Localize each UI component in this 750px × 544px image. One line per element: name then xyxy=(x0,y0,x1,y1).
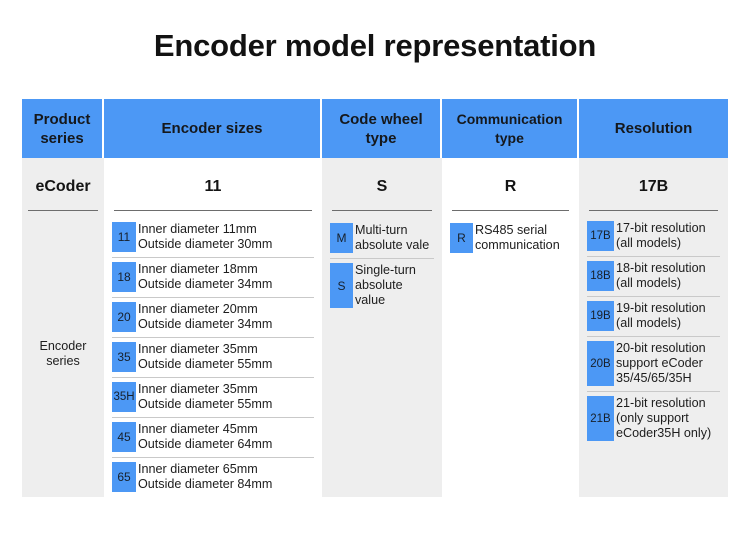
option-list-resolution: 17B 17-bit resolution (all models) 18B 1… xyxy=(579,211,728,446)
option-description: 21-bit resolution (only support eCoder35… xyxy=(616,396,712,440)
row-separator xyxy=(587,296,720,297)
option-badge: 20B xyxy=(587,341,614,386)
option-description: 20-bit resolution support eCoder 35/45/6… xyxy=(616,341,706,385)
option-list-encoder-sizes: 11 Inner diameter 11mm Outside diameter … xyxy=(104,211,322,497)
code-cell-communication-type: R xyxy=(442,158,579,210)
code-cell-resolution: 17B xyxy=(579,158,728,210)
list-item[interactable]: 18B 18-bit resolution (all models) xyxy=(579,257,728,296)
row-separator xyxy=(587,336,720,337)
list-item[interactable]: 11 Inner diameter 11mm Outside diameter … xyxy=(104,218,322,257)
list-item[interactable]: M Multi-turn absolute vale xyxy=(322,219,442,258)
option-badge: 45 xyxy=(112,422,136,452)
column-communication-type: Communication type R R RS485 serial comm… xyxy=(442,99,579,497)
option-description: 18-bit resolution (all models) xyxy=(616,261,706,290)
code-rule-communication-type xyxy=(452,210,569,211)
list-item[interactable]: 20 Inner diameter 20mm Outside diameter … xyxy=(104,298,322,337)
column-resolution: Resolution 17B 17B 17-bit resolution (al… xyxy=(579,99,728,497)
row-separator xyxy=(112,337,314,338)
encoder-series-label: Encoder series xyxy=(39,339,87,368)
option-badge: 65 xyxy=(112,462,136,492)
list-item[interactable]: 35H Inner diameter 35mm Outside diameter… xyxy=(104,378,322,417)
row-separator xyxy=(112,377,314,378)
code-rule-code-wheel-type xyxy=(332,210,432,211)
column-header-encoder-sizes: Encoder sizes xyxy=(104,99,322,158)
row-separator xyxy=(587,391,720,392)
column-header-product-series: Product series xyxy=(22,99,104,158)
list-item[interactable]: 21B 21-bit resolution (only support eCod… xyxy=(579,392,728,446)
column-header-code-wheel-type: Code wheel type xyxy=(322,99,442,158)
column-encoder-sizes: Encoder sizes 11 11 Inner diameter 11mm … xyxy=(104,99,322,497)
list-item[interactable]: 20B 20-bit resolution support eCoder 35/… xyxy=(579,337,728,391)
option-badge: 20 xyxy=(112,302,136,332)
code-rule-encoder-sizes xyxy=(114,210,312,211)
column-product-series: Product series eCoder Encoder series xyxy=(22,99,104,497)
code-rule-product-series xyxy=(28,210,98,211)
option-badge: 35H xyxy=(112,382,136,412)
option-list-communication-type: R RS485 serial communication xyxy=(442,211,579,258)
row-separator xyxy=(112,257,314,258)
list-item[interactable]: S Single-turn absolute value xyxy=(322,259,442,313)
option-description: Inner diameter 11mm Outside diameter 30m… xyxy=(138,222,273,251)
option-description: Inner diameter 18mm Outside diameter 34m… xyxy=(138,262,273,291)
list-item[interactable]: 65 Inner diameter 65mm Outside diameter … xyxy=(104,458,322,497)
row-separator xyxy=(112,417,314,418)
option-badge: 17B xyxy=(587,221,614,251)
option-badge: 21B xyxy=(587,396,614,441)
list-item[interactable]: 18 Inner diameter 18mm Outside diameter … xyxy=(104,258,322,297)
encoder-model-table: Product series eCoder Encoder series Enc… xyxy=(22,99,728,497)
column-code-wheel-type: Code wheel type S M Multi-turn absolute … xyxy=(322,99,442,497)
option-badge: 19B xyxy=(587,301,614,331)
option-badge: 35 xyxy=(112,342,136,372)
row-separator xyxy=(112,297,314,298)
option-description: Single-turn absolute value xyxy=(355,263,416,307)
option-description: Multi-turn absolute vale xyxy=(355,223,430,252)
option-badge: 18 xyxy=(112,262,136,292)
option-badge: S xyxy=(330,263,353,308)
option-description: Inner diameter 35mm Outside diameter 55m… xyxy=(138,342,273,371)
column-header-resolution: Resolution xyxy=(579,99,728,158)
code-cell-product-series: eCoder xyxy=(22,158,104,210)
row-separator xyxy=(587,256,720,257)
list-item[interactable]: 35 Inner diameter 35mm Outside diameter … xyxy=(104,338,322,377)
option-badge: M xyxy=(330,223,353,253)
option-description: 17-bit resolution (all models) xyxy=(616,221,706,250)
list-item[interactable]: 45 Inner diameter 45mm Outside diameter … xyxy=(104,418,322,457)
list-item[interactable]: 17B 17-bit resolution (all models) xyxy=(579,217,728,256)
option-description: Inner diameter 65mm Outside diameter 84m… xyxy=(138,462,273,491)
code-value-code-wheel-type: S xyxy=(376,178,388,195)
code-value-encoder-sizes: 11 xyxy=(204,178,222,195)
code-cell-code-wheel-type: S xyxy=(322,158,442,210)
option-description: Inner diameter 45mm Outside diameter 64m… xyxy=(138,422,273,451)
list-item[interactable]: R RS485 serial communication xyxy=(442,219,579,258)
code-cell-encoder-sizes: 11 xyxy=(104,158,322,210)
code-value-communication-type: R xyxy=(504,178,517,195)
option-badge: 18B xyxy=(587,261,614,291)
option-description: 19-bit resolution (all models) xyxy=(616,301,706,330)
list-item[interactable]: 19B 19-bit resolution (all models) xyxy=(579,297,728,336)
code-value-resolution: 17B xyxy=(638,178,669,195)
option-description: Inner diameter 35mm Outside diameter 55m… xyxy=(138,382,273,411)
row-separator xyxy=(112,457,314,458)
option-list-code-wheel-type: M Multi-turn absolute vale S Single-turn… xyxy=(322,211,442,313)
page-title: Encoder model representation xyxy=(153,28,597,63)
row-separator xyxy=(330,258,434,259)
code-value-product-series: eCoder xyxy=(35,178,91,195)
option-badge: R xyxy=(450,223,473,253)
column-header-communication-type: Communication type xyxy=(442,99,579,158)
option-description: RS485 serial communication xyxy=(475,223,560,252)
option-description: Inner diameter 20mm Outside diameter 34m… xyxy=(138,302,273,331)
code-rule-resolution xyxy=(589,210,718,211)
option-badge: 11 xyxy=(112,222,136,252)
